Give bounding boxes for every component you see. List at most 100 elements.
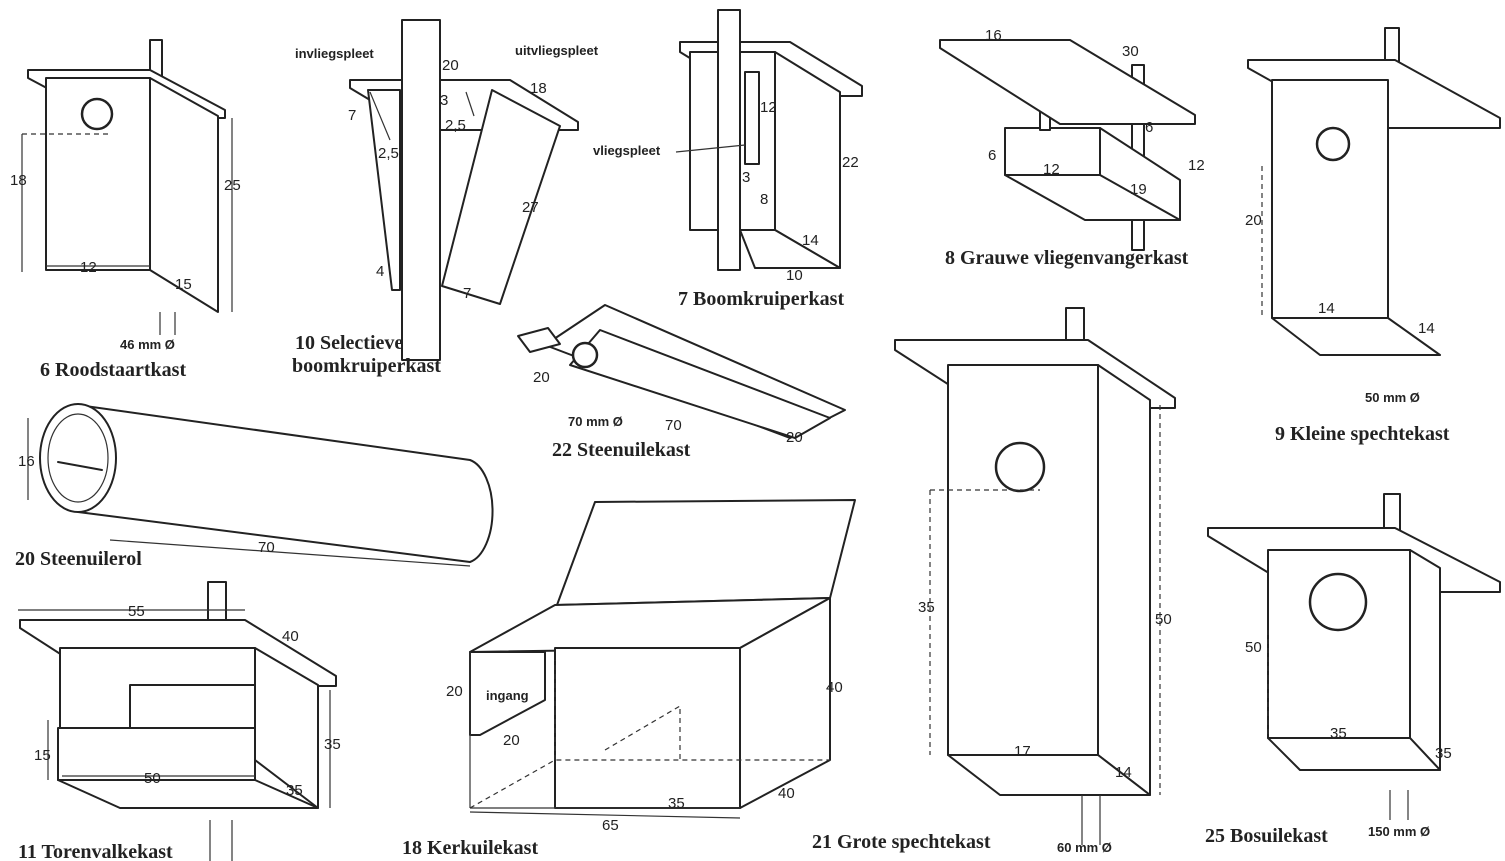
right-panel [441, 89, 561, 305]
box-title-line2: boomkruiperkast [292, 355, 441, 377]
dim-18: 18 [530, 80, 547, 97]
mounting-post [401, 19, 441, 361]
box-title: 6 Roodstaartkast [40, 359, 186, 381]
dim-3: 3 [742, 169, 750, 186]
box-roodstaartkast: 18 25 12 15 46 mm Ø 6 Roodstaartkast [10, 39, 241, 381]
dim-7a: 7 [348, 107, 356, 124]
box-grote-spechtekast: 35 50 17 14 60 mm Ø 21 Grote spechtekast [812, 307, 1176, 855]
box-title: 8 Grauwe vliegenvangerkast [945, 247, 1189, 269]
dim-35a: 35 [1330, 725, 1347, 742]
dim-20: 20 [442, 57, 459, 74]
dim-4: 4 [376, 263, 384, 280]
dim-35: 35 [918, 599, 935, 616]
dim-70: 70 [258, 539, 275, 556]
dim-15: 15 [175, 276, 192, 293]
hole-diameter: 50 mm Ø [1365, 390, 1420, 405]
dim-15: 15 [34, 747, 51, 764]
bottom [1267, 737, 1441, 771]
hole-diameter: 70 mm Ø [568, 414, 623, 429]
front-panel [1271, 79, 1389, 319]
dim-10: 10 [786, 267, 803, 284]
label-vliegspleet: vliegspleet [593, 143, 661, 158]
slit [744, 71, 760, 165]
bottom [1271, 317, 1441, 356]
entrance-hole [80, 97, 114, 131]
dim-22: 22 [842, 154, 859, 171]
dim-20b: 20 [503, 732, 520, 749]
side-panel [1097, 364, 1151, 796]
bottom [947, 754, 1151, 796]
hole-diameter: 150 mm Ø [1368, 824, 1430, 839]
tube-body [77, 404, 494, 563]
hole-diameter: 60 mm Ø [1057, 840, 1112, 855]
box-title: 25 Bosuilekast [1205, 825, 1328, 847]
entrance-hole [1315, 126, 1351, 162]
dim-19: 19 [1130, 181, 1147, 198]
entrance-hole [994, 441, 1046, 493]
entrance-hole [571, 341, 599, 369]
dim-20a: 20 [446, 683, 463, 700]
perch [517, 327, 561, 353]
dim-14a: 14 [1318, 300, 1335, 317]
dim-16: 16 [18, 453, 35, 470]
box-title: 21 Grote spechtekast [812, 831, 991, 853]
dim-6b: 6 [1145, 119, 1153, 136]
dim-7b: 7 [463, 285, 471, 302]
dim-18: 18 [10, 172, 27, 189]
box-title: 11 Torenvalkekast [18, 841, 173, 861]
dim-40: 40 [282, 628, 299, 645]
box-kleine-spechtekast: 20 14 14 50 mm Ø 9 Kleine spechtekast [1245, 27, 1501, 445]
dim-40b: 40 [778, 785, 795, 802]
box-title-line1: 10 Selectieve [295, 332, 403, 354]
dim-14: 14 [1115, 764, 1132, 781]
box-selectieve-boomkruiperkast: invliegspleet uitvliegspleet 20 18 7 3 2… [292, 19, 599, 377]
bottom [57, 779, 319, 809]
dim-25: 25 [224, 177, 241, 194]
dim-17: 17 [1014, 743, 1031, 760]
dim-70: 70 [665, 417, 682, 434]
dim-8: 8 [760, 191, 768, 208]
dim-50: 50 [1155, 611, 1172, 628]
lid [556, 499, 856, 606]
label-invliegspleet: invliegspleet [295, 46, 374, 61]
box-steenuilerol: 16 70 20 Steenuilerol [15, 403, 494, 570]
dim-50: 50 [144, 770, 161, 787]
box-grauwe-vliegenvangerkast: 16 30 6 6 12 12 19 8 Grauwe vliegenvange… [939, 27, 1205, 269]
dim-12: 12 [80, 259, 97, 276]
box-bosuilekast: 50 35 35 150 mm Ø 25 Bosuilekast [1205, 493, 1501, 847]
box-title: 22 Steenuilekast [552, 439, 691, 461]
dim-12a: 12 [1043, 161, 1060, 178]
box-torenvalkekast: 55 40 15 35 50 35 11 Torenvalkekast [18, 581, 341, 861]
dim-14: 14 [802, 232, 819, 249]
dim-40a: 40 [826, 679, 843, 696]
dim-20b: 20 [786, 429, 803, 446]
roof [939, 39, 1196, 125]
box-steenuilekast: 20 70 20 70 mm Ø 22 Steenuilekast [517, 304, 846, 461]
dim-14b: 14 [1418, 320, 1435, 337]
dim-55: 55 [128, 603, 145, 620]
box-title: 18 Kerkuilekast [402, 837, 538, 859]
label-uitvliegspleet: uitvliegspleet [515, 43, 599, 58]
box-kerkuilekast: 20 40 20 40 35 65 ingang 18 Kerkuilekast [402, 499, 856, 859]
side-panel [1409, 549, 1441, 771]
dim-50: 50 [1245, 639, 1262, 656]
dim-20: 20 [1245, 212, 1262, 229]
dim-35a: 35 [324, 736, 341, 753]
dim-12: 12 [760, 99, 777, 116]
box-title: 9 Kleine spechtekast [1275, 423, 1450, 445]
dim-35b: 35 [1435, 745, 1452, 762]
box-title: 7 Boomkruiperkast [678, 288, 844, 310]
label-ingang: ingang [486, 688, 529, 703]
front-panel [554, 647, 741, 809]
dim-30: 30 [1122, 43, 1139, 60]
dim-35b: 35 [286, 782, 303, 799]
dim-20a: 20 [533, 369, 550, 386]
dim-35: 35 [668, 795, 685, 812]
front-panel [947, 364, 1099, 756]
side-panel [149, 77, 219, 313]
dim-6a: 6 [988, 147, 996, 164]
left-panel [367, 89, 401, 291]
dim-16: 16 [985, 27, 1002, 44]
inner-wall [129, 684, 256, 729]
